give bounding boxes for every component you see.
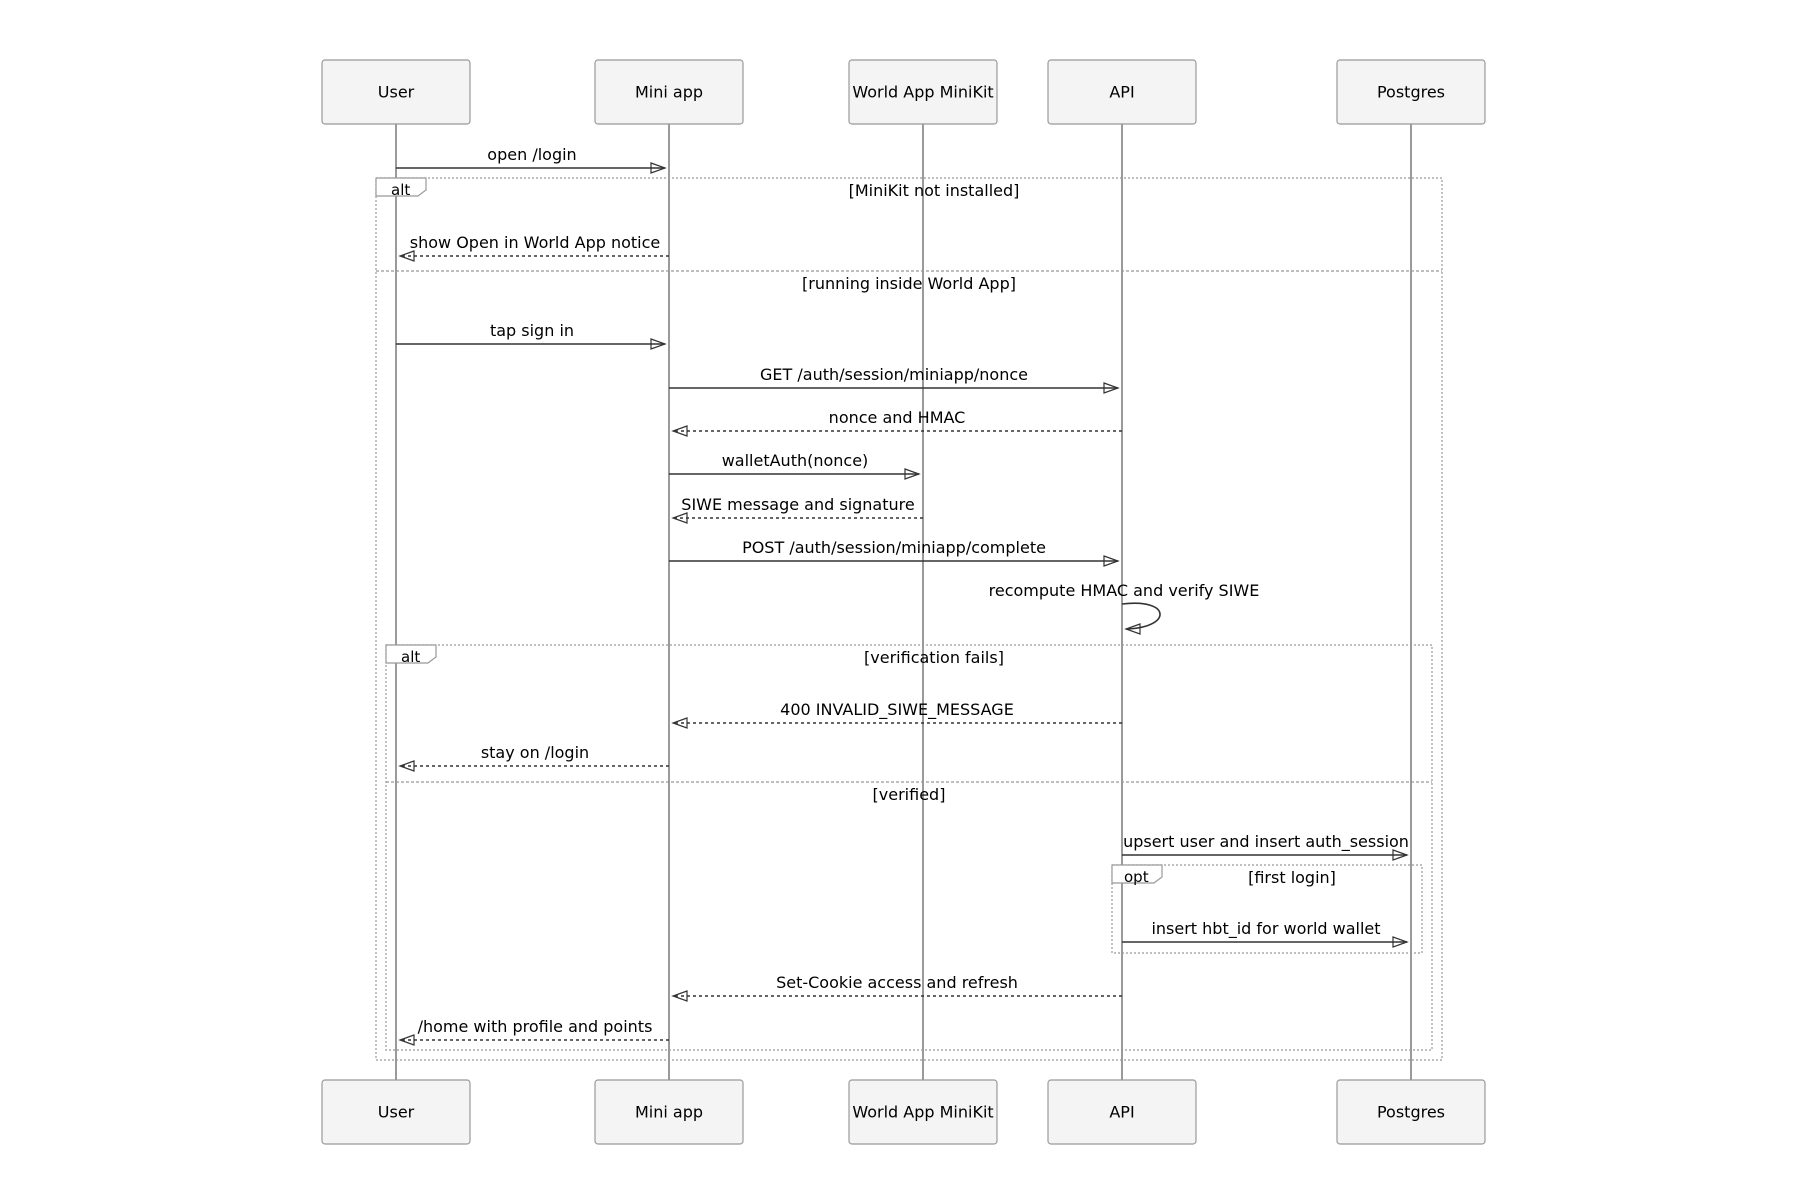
message-label: stay on /login xyxy=(481,743,589,762)
message-label: POST /auth/session/miniapp/complete xyxy=(742,538,1046,557)
message-label: recompute HMAC and verify SIWE xyxy=(989,581,1260,600)
arrowhead-icon xyxy=(650,162,667,174)
participant-postgres-bottom[interactable]: Postgres xyxy=(1336,1079,1486,1145)
arrowhead-icon xyxy=(1392,936,1409,948)
arrowhead-icon xyxy=(1392,849,1409,861)
participant-label: Postgres xyxy=(1377,1103,1445,1122)
fragment-alt-outer: alt [MiniKit not installed] [running ins… xyxy=(375,177,1443,1061)
arrowhead-icon xyxy=(1103,555,1120,567)
participant-postgres[interactable]: Postgres xyxy=(1336,59,1486,125)
participant-label: User xyxy=(378,1103,415,1122)
participants-bottom: User Mini app World App MiniKit API Post… xyxy=(321,1079,1486,1145)
message-stay-on-login[interactable]: stay on /login xyxy=(398,743,669,772)
participant-mini-app[interactable]: Mini app xyxy=(594,59,744,125)
arrowhead-icon xyxy=(671,512,688,524)
arrowhead-icon xyxy=(398,1034,415,1046)
message-label: tap sign in xyxy=(490,321,574,340)
participant-label: World App MiniKit xyxy=(852,1103,993,1122)
message-wallet-auth[interactable]: walletAuth(nonce) xyxy=(669,451,921,480)
message-label: walletAuth(nonce) xyxy=(722,451,869,470)
participant-mini-app-bottom[interactable]: Mini app xyxy=(594,1079,744,1145)
message-self-verify[interactable]: recompute HMAC and verify SIWE xyxy=(989,581,1260,635)
message-label: show Open in World App notice xyxy=(410,233,661,252)
message-upsert-user[interactable]: upsert user and insert auth_session xyxy=(1122,832,1409,861)
fragment-opt: opt [first login] xyxy=(1111,864,1423,954)
fragment-type: opt xyxy=(1124,868,1149,886)
fragment-condition: [verified] xyxy=(873,785,946,804)
fragment-tag xyxy=(385,644,437,664)
participants-top: User Mini app World App MiniKit API Post… xyxy=(321,59,1486,125)
message-nonce-hmac[interactable]: nonce and HMAC xyxy=(671,408,1122,437)
message-siwe-signature[interactable]: SIWE message and signature xyxy=(671,495,923,524)
fragment-tag xyxy=(1111,864,1163,884)
message-label: insert hbt_id for world wallet xyxy=(1151,919,1380,939)
participant-label: API xyxy=(1109,83,1134,102)
arrowhead-icon xyxy=(1103,382,1120,394)
message-home-profile[interactable]: /home with profile and points xyxy=(398,1017,669,1046)
message-label: GET /auth/session/miniapp/nonce xyxy=(760,365,1028,384)
message-open-login[interactable]: open /login xyxy=(396,145,667,174)
arrowhead-icon xyxy=(671,717,688,729)
participant-minikit[interactable]: World App MiniKit xyxy=(848,59,998,125)
message-get-nonce[interactable]: GET /auth/session/miniapp/nonce xyxy=(669,365,1120,394)
message-show-notice[interactable]: show Open in World App notice xyxy=(398,233,669,262)
participant-api[interactable]: API xyxy=(1047,59,1197,125)
message-label: Set-Cookie access and refresh xyxy=(776,973,1018,992)
message-label: /home with profile and points xyxy=(418,1017,653,1036)
participant-label: World App MiniKit xyxy=(852,83,993,102)
arrowhead-icon xyxy=(1124,623,1141,635)
participant-user-bottom[interactable]: User xyxy=(321,1079,471,1145)
fragment-condition: [first login] xyxy=(1248,868,1336,887)
arrowhead-icon xyxy=(398,250,415,262)
participant-label: Postgres xyxy=(1377,83,1445,102)
fragment-alt-inner: alt [verification fails] [verified] xyxy=(385,644,1433,1051)
arrowhead-icon xyxy=(398,760,415,772)
fragment-type: alt xyxy=(391,181,410,199)
participant-label: Mini app xyxy=(635,1103,703,1122)
fragment-condition: [MiniKit not installed] xyxy=(849,181,1020,200)
arrowhead-icon xyxy=(650,338,667,350)
message-post-complete[interactable]: POST /auth/session/miniapp/complete xyxy=(669,538,1120,567)
fragment-condition: [verification fails] xyxy=(864,648,1004,667)
arrowhead-icon xyxy=(904,468,921,480)
message-tap-sign-in[interactable]: tap sign in xyxy=(396,321,667,350)
participant-api-bottom[interactable]: API xyxy=(1047,1079,1197,1145)
arrowhead-icon xyxy=(671,425,688,437)
message-label: upsert user and insert auth_session xyxy=(1123,832,1409,852)
message-label: SIWE message and signature xyxy=(681,495,914,514)
participant-minikit-bottom[interactable]: World App MiniKit xyxy=(848,1079,998,1145)
participant-label: Mini app xyxy=(635,83,703,102)
messages: open /login show Open in World App notic… xyxy=(396,145,1409,1046)
message-set-cookie[interactable]: Set-Cookie access and refresh xyxy=(671,973,1122,1002)
message-label: open /login xyxy=(487,145,576,164)
message-insert-hbt-id[interactable]: insert hbt_id for world wallet xyxy=(1122,919,1409,948)
lifelines xyxy=(395,124,1412,1080)
message-invalid-siwe[interactable]: 400 INVALID_SIWE_MESSAGE xyxy=(671,700,1122,729)
fragment-condition: [running inside World App] xyxy=(802,274,1016,293)
participant-user[interactable]: User xyxy=(321,59,471,125)
participant-label: API xyxy=(1109,1103,1134,1122)
message-label: nonce and HMAC xyxy=(829,408,966,427)
arrowhead-icon xyxy=(671,990,688,1002)
fragment-type: alt xyxy=(401,648,420,666)
participant-label: User xyxy=(378,83,415,102)
fragment-tag xyxy=(375,177,427,197)
message-label: 400 INVALID_SIWE_MESSAGE xyxy=(780,700,1014,720)
